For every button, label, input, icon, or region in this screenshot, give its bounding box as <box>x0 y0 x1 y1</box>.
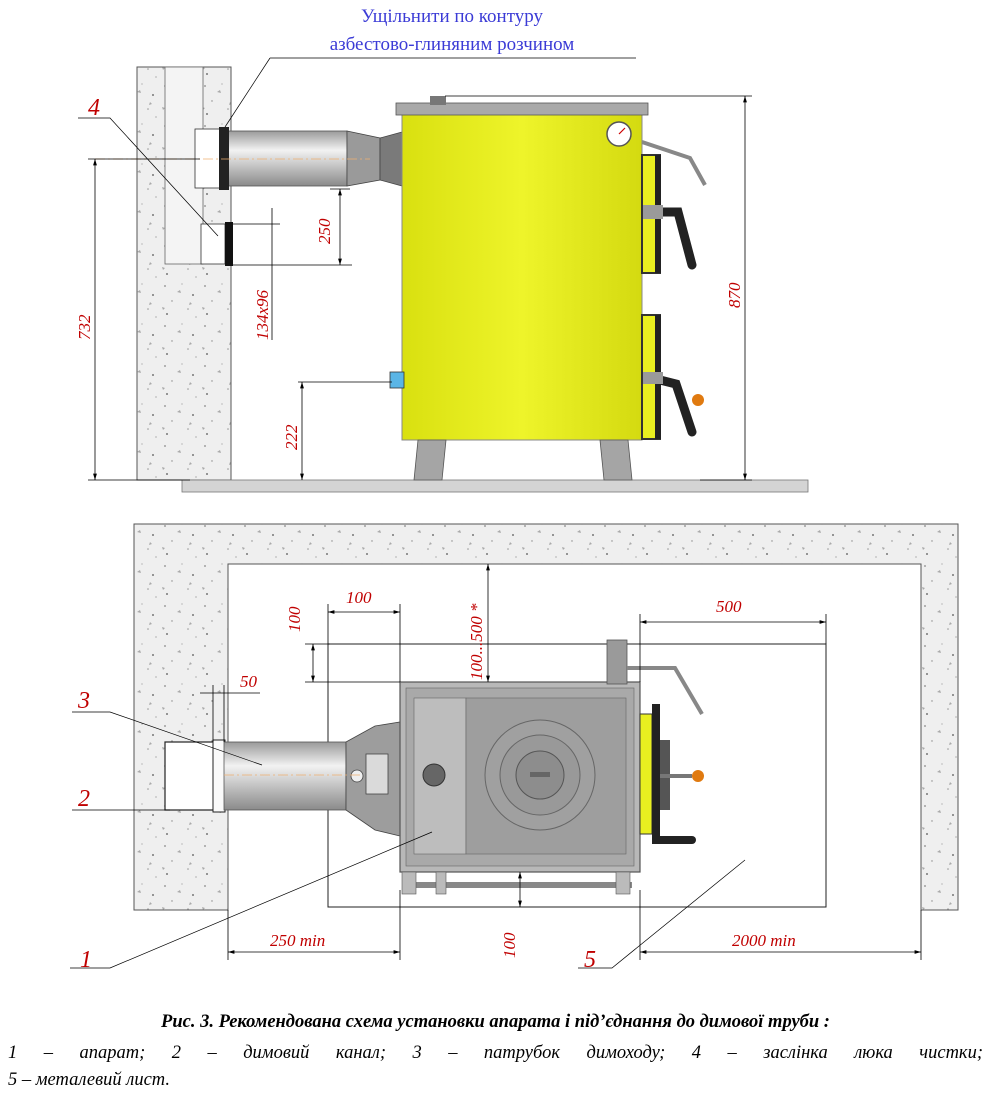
dim-870: 870 <box>725 282 744 308</box>
dim-134x96: 134х96 <box>253 289 272 340</box>
room-walls <box>133 523 959 911</box>
side-view <box>78 57 809 493</box>
dim-100-bottom: 100 <box>500 932 519 958</box>
dim-50: 50 <box>240 672 258 691</box>
dim-250: 250 <box>315 218 334 244</box>
callout-3: 3 <box>77 688 90 714</box>
callout-4: 4 <box>88 95 100 121</box>
callout-2: 2 <box>78 786 90 812</box>
dim-250-min: 250 min <box>270 931 325 950</box>
dim-100-left: 100 <box>285 606 304 632</box>
sealing-note-line2: азбестово-глиняним розчином <box>330 34 575 55</box>
top-view <box>70 523 959 969</box>
dim-222: 222 <box>282 424 301 450</box>
callout-5: 5 <box>584 947 596 973</box>
figure-caption-title: Рис. 3. Рекомендована схема установки ап… <box>161 1012 830 1032</box>
thermometer-top-icon <box>422 763 446 787</box>
installation-diagram: Ущільнити по контуру азбестово-глиняним … <box>70 6 959 973</box>
figure-caption-legend-1: 1 – апарат; 2 – димовий канал; 3 – патру… <box>8 1043 983 1063</box>
dim-100-top: 100 <box>346 588 372 607</box>
dim-732: 732 <box>75 314 94 340</box>
floor-plate <box>181 479 809 493</box>
dim-500: 500 <box>716 597 742 616</box>
boiler-body <box>401 111 643 441</box>
sealing-note-line1: Ущільнити по контуру <box>361 6 544 27</box>
boiler-legs <box>413 439 633 481</box>
cleaning-hatch-damper <box>200 223 226 265</box>
dim-2000-min: 2000 min <box>732 931 796 950</box>
flue-pipe <box>226 130 348 187</box>
flue-adapter <box>346 130 381 187</box>
water-inlet <box>389 371 405 389</box>
callout-1: 1 <box>80 947 92 973</box>
chimney-channel <box>164 741 216 811</box>
flue-pipe-top <box>223 741 347 811</box>
figure-caption-legend-2: 5 – металевий лист. <box>8 1070 170 1090</box>
dim-100-500: 100...500 * <box>467 603 486 680</box>
